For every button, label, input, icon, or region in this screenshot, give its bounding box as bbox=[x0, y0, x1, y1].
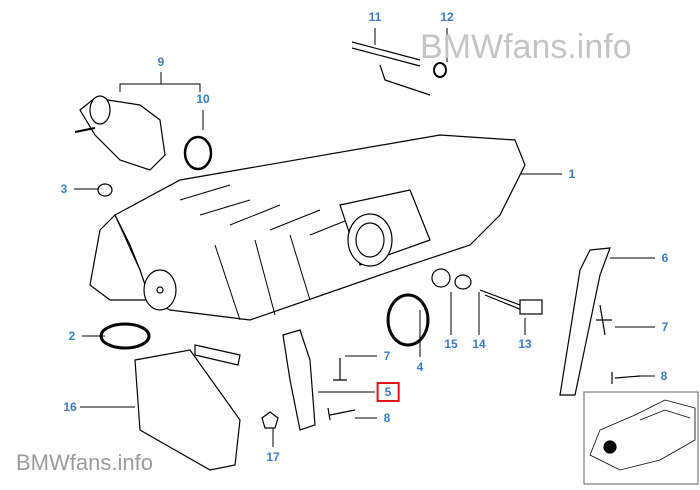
callout-5-selected[interactable]: 5 bbox=[376, 382, 400, 402]
callout-17[interactable]: 17 bbox=[266, 450, 280, 464]
callout-11[interactable]: 11 bbox=[368, 10, 382, 24]
bracket-16 bbox=[134, 349, 241, 471]
sensor-13 bbox=[479, 289, 523, 311]
o-ring-10 bbox=[183, 135, 213, 171]
callout-8-mid[interactable]: 8 bbox=[383, 411, 391, 425]
gasket-2 bbox=[99, 322, 151, 350]
seal-4 bbox=[386, 293, 430, 347]
bracket-16-tab bbox=[194, 344, 241, 366]
callout-15[interactable]: 15 bbox=[444, 337, 458, 351]
vehicle-location-inset bbox=[583, 391, 699, 485]
callout-16[interactable]: 16 bbox=[63, 400, 77, 414]
callout-7-right[interactable]: 7 bbox=[661, 320, 669, 334]
bracket-5 bbox=[282, 329, 316, 431]
callout-1[interactable]: 1 bbox=[568, 167, 576, 181]
callout-4[interactable]: 4 bbox=[416, 360, 424, 374]
callout-7-mid[interactable]: 7 bbox=[383, 349, 391, 363]
seal-12 bbox=[433, 62, 447, 78]
watermark-logo-bottom: BMWfans.info bbox=[16, 450, 153, 475]
callout-12[interactable]: 12 bbox=[440, 10, 454, 24]
callout-2[interactable]: 2 bbox=[68, 329, 76, 343]
bolt-8-mid bbox=[327, 407, 356, 421]
nut-3 bbox=[97, 183, 113, 197]
bolt-7-right bbox=[596, 304, 612, 336]
callout-10[interactable]: 10 bbox=[196, 92, 210, 106]
callout-8-right[interactable]: 8 bbox=[660, 369, 668, 383]
vacuum-pipe-11 bbox=[351, 41, 431, 96]
bushing-15 bbox=[431, 268, 451, 288]
bolt-17 bbox=[261, 411, 279, 429]
watermark-logo-top: BMWfans.info bbox=[420, 28, 632, 66]
callout-14[interactable]: 14 bbox=[472, 337, 486, 351]
throttle-housing bbox=[74, 95, 166, 171]
leader-lines bbox=[74, 28, 655, 447]
washer-14 bbox=[454, 274, 472, 290]
intake-manifold bbox=[89, 134, 526, 321]
callout-13[interactable]: 13 bbox=[518, 337, 532, 351]
bolt-8-right bbox=[611, 372, 641, 384]
callout-9[interactable]: 9 bbox=[157, 55, 165, 69]
bracket-6 bbox=[559, 247, 611, 396]
callout-6[interactable]: 6 bbox=[661, 251, 669, 265]
callout-3[interactable]: 3 bbox=[60, 182, 68, 196]
bolt-7-mid bbox=[333, 358, 347, 381]
